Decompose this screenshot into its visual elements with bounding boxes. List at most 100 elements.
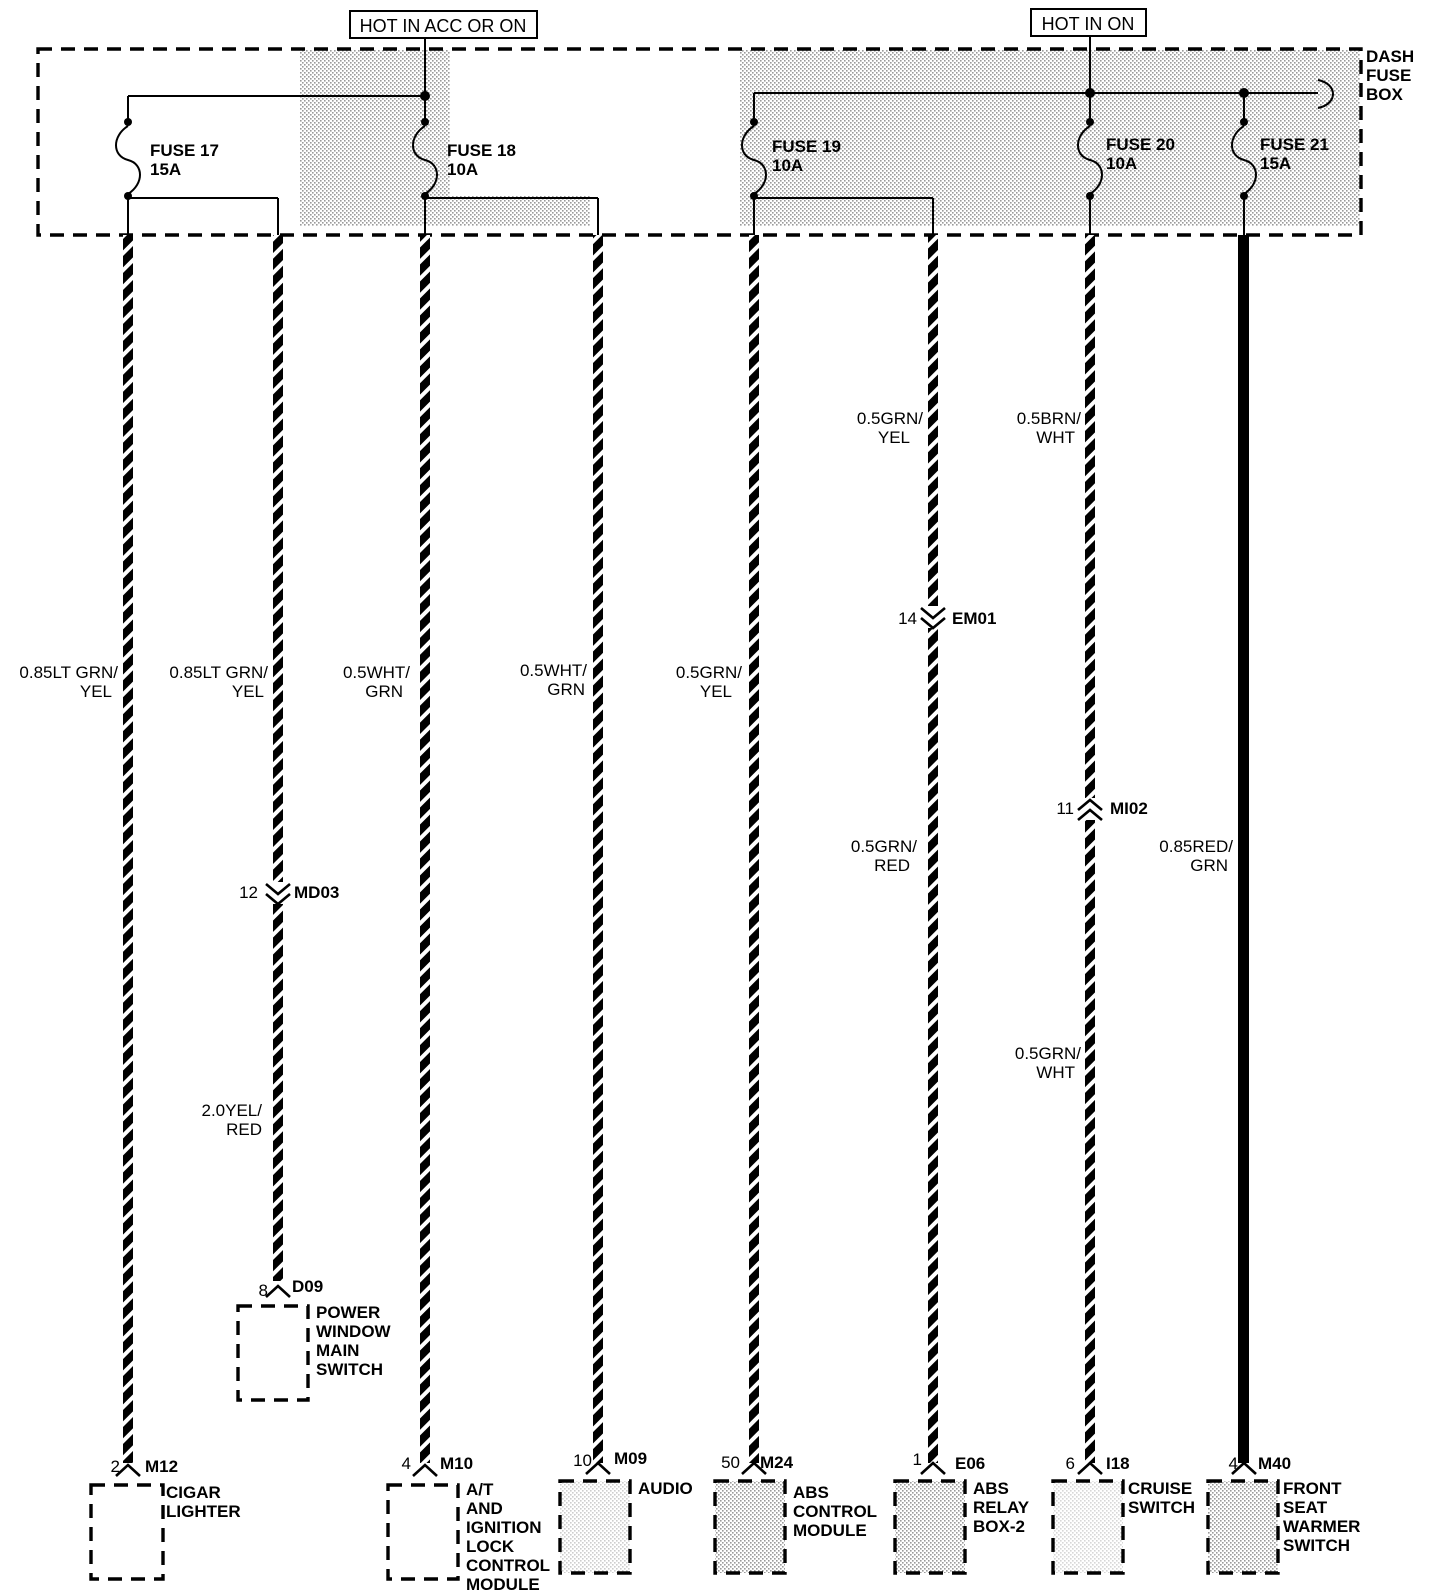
fuse-19-rating: 10A: [772, 156, 803, 175]
component-audio: 10 M09 AUDIO: [558, 1449, 693, 1575]
wire-label: WHT: [1036, 1063, 1075, 1082]
svg-text:POWER: POWER: [316, 1303, 380, 1322]
fuse-21-name: FUSE 21: [1260, 135, 1329, 154]
svg-text:12: 12: [239, 883, 258, 902]
wire-label: YEL: [700, 682, 732, 701]
svg-text:SWITCH: SWITCH: [316, 1360, 383, 1379]
svg-text:M24: M24: [760, 1453, 794, 1472]
fuse-17-name: FUSE 17: [150, 141, 219, 160]
wire-label: 0.85LT GRN/: [169, 663, 268, 682]
fuse-18-name: FUSE 18: [447, 141, 516, 160]
svg-text:BOX-2: BOX-2: [973, 1517, 1025, 1536]
svg-text:WARMER: WARMER: [1283, 1517, 1360, 1536]
svg-text:CRUISE: CRUISE: [1128, 1479, 1192, 1498]
svg-text:D09: D09: [292, 1277, 323, 1296]
svg-text:4: 4: [1229, 1454, 1238, 1473]
fuse-18-rating: 10A: [447, 160, 478, 179]
svg-text:6: 6: [1066, 1454, 1075, 1473]
svg-text:8: 8: [259, 1281, 268, 1300]
svg-text:FUSE: FUSE: [1366, 66, 1411, 85]
svg-text:1: 1: [913, 1450, 922, 1469]
svg-text:MI02: MI02: [1110, 799, 1148, 818]
svg-text:BOX: BOX: [1366, 85, 1404, 104]
wire-label: RED: [226, 1120, 262, 1139]
svg-text:4: 4: [402, 1454, 411, 1473]
svg-text:MAIN: MAIN: [316, 1341, 359, 1360]
inline-connector-mi02: 11 MI02: [1056, 798, 1148, 821]
svg-text:14: 14: [898, 609, 917, 628]
svg-text:M10: M10: [440, 1454, 473, 1473]
fuse-20-rating: 10A: [1106, 154, 1137, 173]
component-cigar-lighter: 2 M12 CIGAR LIGHTER: [89, 1457, 241, 1581]
wire-cruise: [1085, 235, 1095, 1463]
svg-text:CIGAR: CIGAR: [166, 1483, 221, 1502]
component-power-window-main-switch: 8 D09 POWER WINDOW MAIN SWITCH: [236, 1277, 392, 1402]
fuse-21-rating: 15A: [1260, 154, 1291, 173]
supply-acc-header: HOT IN ACC OR ON: [349, 10, 538, 39]
svg-text:SEAT: SEAT: [1283, 1498, 1328, 1517]
wire-label: WHT: [1036, 428, 1075, 447]
dash-fuse-box-outline: [36, 47, 1363, 237]
svg-text:SWITCH: SWITCH: [1128, 1498, 1195, 1517]
wire-cigar-lighter: [123, 235, 133, 1463]
dash-fuse-box-label: DASH FUSE BOX: [1366, 47, 1414, 104]
fuse-20: FUSE 20 10A: [1077, 118, 1175, 200]
svg-text:WINDOW: WINDOW: [316, 1322, 392, 1341]
fuse-18: FUSE 18 10A: [412, 118, 516, 200]
fuse-box-bus-wiring: [127, 36, 1318, 235]
svg-text:SWITCH: SWITCH: [1283, 1536, 1350, 1555]
wire-label: YEL: [232, 682, 264, 701]
wire-label: YEL: [878, 428, 910, 447]
svg-text:HOT IN ACC OR ON: HOT IN ACC OR ON: [360, 16, 527, 36]
fuse-21: FUSE 21 15A: [1231, 118, 1329, 200]
svg-text:EM01: EM01: [952, 609, 996, 628]
svg-text:I18: I18: [1106, 1454, 1130, 1473]
wire-label: 0.5GRN/: [851, 837, 917, 856]
svg-text:MODULE: MODULE: [466, 1575, 540, 1594]
component-cruise-switch: 6 I18 CRUISE SWITCH: [1051, 1454, 1195, 1575]
wire-abs-relay: [928, 235, 938, 1463]
component-ignition-lock-module: 4 M10 A/T AND IGNITION LOCK CONTROL MODU…: [386, 1454, 550, 1594]
svg-text:2: 2: [111, 1457, 120, 1476]
fuse-20-name: FUSE 20: [1106, 135, 1175, 154]
svg-text:ABS: ABS: [973, 1479, 1009, 1498]
svg-text:M12: M12: [145, 1457, 178, 1476]
svg-text:11: 11: [1056, 799, 1074, 818]
svg-text:ABS: ABS: [793, 1483, 829, 1502]
svg-text:FRONT: FRONT: [1283, 1479, 1342, 1498]
svg-text:AUDIO: AUDIO: [638, 1479, 693, 1498]
wire-abs-control: [749, 235, 759, 1463]
wire-label: RED: [874, 856, 910, 875]
wire-label: GRN: [1190, 856, 1228, 875]
svg-text:IGNITION: IGNITION: [466, 1518, 542, 1537]
svg-text:10: 10: [573, 1451, 592, 1470]
svg-text:M09: M09: [614, 1449, 647, 1468]
wire-labels: 0.85LT GRN/ YEL 0.85LT GRN/ YEL 2.0YEL/ …: [19, 409, 1233, 1139]
svg-text:E06: E06: [955, 1454, 985, 1473]
svg-text:CONTROL: CONTROL: [793, 1502, 877, 1521]
wire-power-window: [273, 235, 283, 1281]
svg-text:MD03: MD03: [294, 883, 339, 902]
component-abs-relay-box-2: 1 E06 ABS RELAY BOX-2: [893, 1450, 1030, 1575]
wire-label: 0.5WHT/: [520, 661, 587, 680]
component-abs-control-module: 50 M24 ABS CONTROL MODULE: [713, 1453, 877, 1575]
wire-label: 0.5GRN/: [1015, 1044, 1081, 1063]
bus-open-end-icon: [1317, 79, 1334, 109]
wire-label: GRN: [547, 680, 585, 699]
inline-connector-em01: 14 EM01: [898, 606, 996, 630]
wire-label: 0.5GRN/: [857, 409, 923, 428]
svg-text:MODULE: MODULE: [793, 1521, 867, 1540]
svg-text:50: 50: [721, 1453, 740, 1472]
svg-text:RELAY: RELAY: [973, 1498, 1030, 1517]
svg-text:CONTROL: CONTROL: [466, 1556, 550, 1575]
fuse-17: FUSE 17 15A: [115, 118, 219, 200]
wire-label: YEL: [80, 682, 112, 701]
wire-label: 0.85RED/: [1159, 837, 1233, 856]
component-front-seat-warmer-switch: 4 M40 FRONT SEAT WARMER SWITCH: [1206, 1454, 1360, 1575]
svg-text:AND: AND: [466, 1499, 503, 1518]
wire-label: 2.0YEL/: [202, 1101, 263, 1120]
fuse-19-name: FUSE 19: [772, 137, 841, 156]
svg-text:HOT IN ON: HOT IN ON: [1042, 14, 1135, 34]
wire-label: 0.5GRN/: [676, 663, 742, 682]
